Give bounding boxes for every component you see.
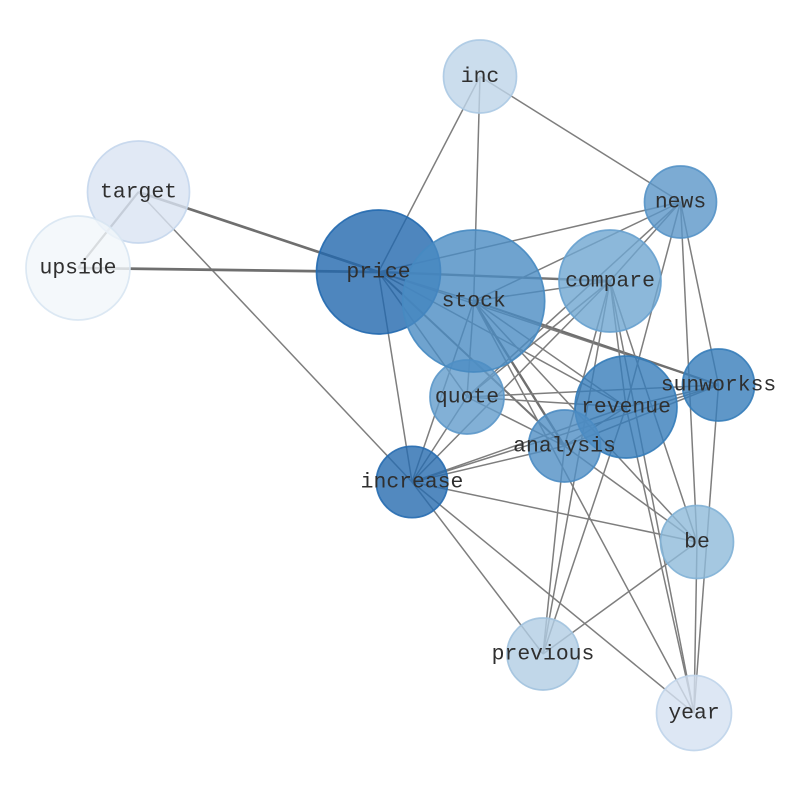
svg-text:inc: inc — [461, 65, 500, 89]
svg-text:compare: compare — [565, 270, 655, 294]
svg-text:price: price — [346, 261, 410, 285]
svg-text:quote: quote — [435, 386, 499, 410]
svg-text:analysis: analysis — [513, 435, 616, 459]
svg-text:news: news — [655, 191, 706, 215]
svg-text:sunworkss: sunworkss — [661, 374, 777, 398]
svg-text:previous: previous — [492, 643, 595, 667]
svg-text:stock: stock — [442, 290, 506, 314]
svg-text:revenue: revenue — [581, 396, 671, 420]
svg-text:be: be — [684, 531, 710, 555]
svg-text:increase: increase — [361, 471, 464, 495]
svg-text:target: target — [100, 181, 177, 205]
svg-text:year: year — [668, 702, 719, 726]
svg-text:upside: upside — [39, 257, 116, 281]
